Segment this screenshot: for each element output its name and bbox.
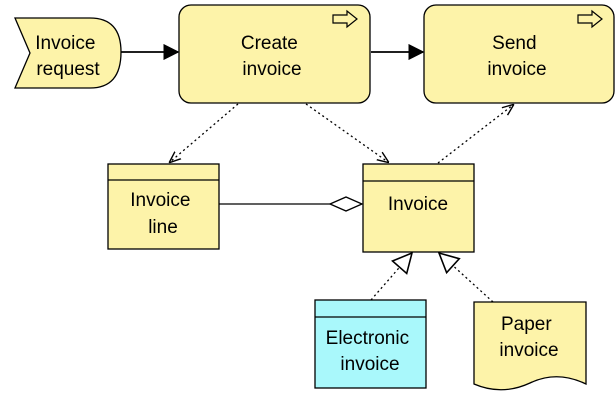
process-arrow-icon — [577, 9, 603, 29]
electronic-invoice-label-2: invoice — [340, 354, 399, 375]
representation-shape — [473, 301, 587, 391]
create-invoice-label-2: invoice — [242, 59, 301, 80]
object-shape — [107, 163, 220, 250]
realization-paper-to-invoice — [439, 253, 494, 303]
node-invoice-line[interactable]: Invoice line — [107, 163, 220, 250]
node-invoice-request[interactable]: Invoice request — [14, 17, 122, 89]
invoice-line-label-2: line — [148, 217, 178, 238]
create-invoice-label-1: Create — [241, 33, 298, 54]
svg-text:Create invoice: Create invoice — [241, 33, 303, 80]
event-shape — [14, 17, 122, 89]
object-shape — [362, 163, 475, 253]
realization-electronic-to-invoice — [370, 253, 412, 301]
send-invoice-label-1: Send — [492, 33, 536, 54]
invoice-label: Invoice — [388, 194, 448, 215]
paper-invoice-label-1: Paper — [501, 314, 552, 335]
node-create-invoice[interactable]: Create invoice — [178, 4, 371, 104]
svg-text:Invoice request: Invoice request — [35, 33, 100, 80]
invoice-request-label-1: Invoice — [35, 33, 95, 54]
svg-text:Paper invoice: Paper invoice — [499, 314, 558, 361]
invoice-request-label-2: request — [36, 59, 100, 80]
svg-text:Electronic invoice: Electronic invoice — [326, 328, 415, 375]
electronic-invoice-label-1: Electronic — [326, 328, 409, 349]
paper-invoice-label-2: invoice — [499, 340, 558, 361]
invoice-line-label-1: Invoice — [130, 190, 190, 211]
svg-text:Invoice line: Invoice line — [130, 190, 195, 238]
node-electronic-invoice[interactable]: Electronic invoice — [314, 299, 427, 389]
node-send-invoice[interactable]: Send invoice — [423, 4, 615, 104]
object-shape — [314, 299, 427, 389]
send-invoice-label-2: invoice — [487, 59, 546, 80]
node-paper-invoice[interactable]: Paper invoice — [473, 301, 587, 391]
svg-text:Send invoice: Send invoice — [487, 33, 546, 80]
aggregation-diamond-icon — [328, 196, 364, 212]
process-arrow-icon — [332, 9, 358, 29]
svg-text:Invoice: Invoice — [388, 194, 448, 215]
node-invoice[interactable]: Invoice — [362, 163, 475, 253]
access-create-to-invoice-line — [170, 103, 239, 162]
access-create-to-invoice — [305, 103, 388, 162]
process-shape — [178, 4, 371, 104]
process-shape — [423, 4, 615, 104]
access-invoice-to-send — [437, 105, 513, 164]
